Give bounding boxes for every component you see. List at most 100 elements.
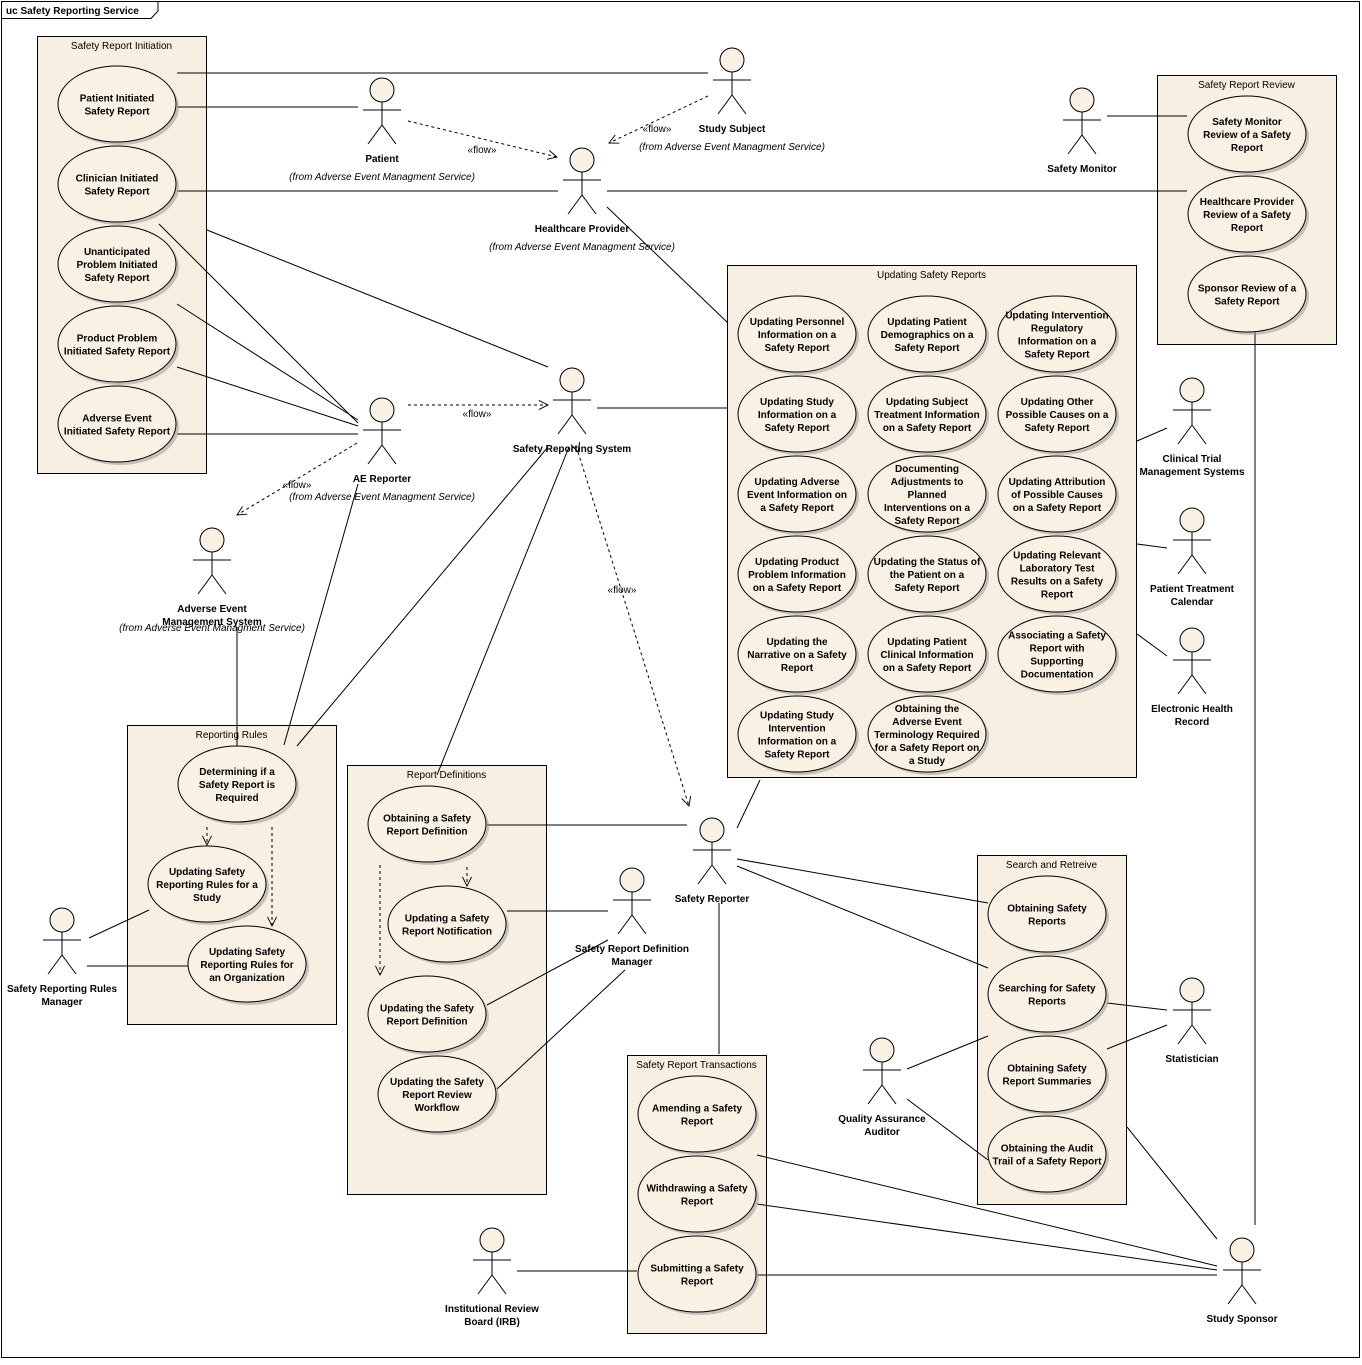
from-service-note: (from Adverse Event Managment Service) (119, 623, 305, 634)
association-line (1106, 1024, 1168, 1050)
actor-leg (491, 1274, 507, 1295)
actor-leg (1177, 554, 1193, 575)
actor-leg (1241, 1284, 1257, 1305)
usecase-ellipse (57, 145, 177, 223)
actor-study-sponsor[interactable]: Study Sponsor (1206, 1237, 1278, 1325)
usecase-ellipse (997, 455, 1117, 533)
association-line (756, 1154, 1218, 1267)
actor-name: Study Subject (699, 124, 766, 135)
actor-head (559, 367, 585, 393)
actor-safety-monitor[interactable]: Safety Monitor (1047, 87, 1117, 175)
actor-statistician[interactable]: Statistician (1165, 977, 1219, 1065)
actor-leg (631, 914, 647, 935)
association-line (1136, 543, 1168, 549)
actor-name: Statistician (1165, 1054, 1218, 1065)
package-title-initiation: Safety Report Initiation (71, 41, 172, 52)
actor-leg (697, 864, 713, 885)
actor-leg (1191, 554, 1207, 575)
usecase-ellipse (1187, 255, 1307, 333)
usecase-ellipse (57, 65, 177, 143)
flow-label: «flow» (463, 409, 492, 420)
association-line (158, 223, 359, 424)
flow-arrow (578, 452, 689, 806)
actor-leg (711, 864, 727, 885)
flow-arrow (237, 442, 358, 515)
actor-safety-reporting-system[interactable]: Safety Reporting System (513, 367, 631, 455)
usecase-ellipse (147, 845, 267, 923)
actor-study-subject[interactable]: Study Subject (699, 47, 766, 135)
package-title-updating: Updating Safety Reports (877, 270, 986, 281)
actor-leg (1067, 134, 1083, 155)
actor-leg (61, 954, 77, 975)
actor-healthcare-provider[interactable]: Healthcare Provider (535, 147, 630, 235)
actor-leg (1227, 1284, 1243, 1305)
actor-leg (1191, 1024, 1207, 1045)
association-line (606, 206, 729, 324)
actor-patient[interactable]: Patient (363, 77, 401, 165)
actor-safety-reporter[interactable]: Safety Reporter (675, 817, 750, 905)
association-line (176, 303, 359, 421)
association-line (176, 366, 359, 427)
actor-name: Patient (365, 154, 399, 165)
actor-ae-reporter[interactable]: AE Reporter (353, 397, 411, 485)
